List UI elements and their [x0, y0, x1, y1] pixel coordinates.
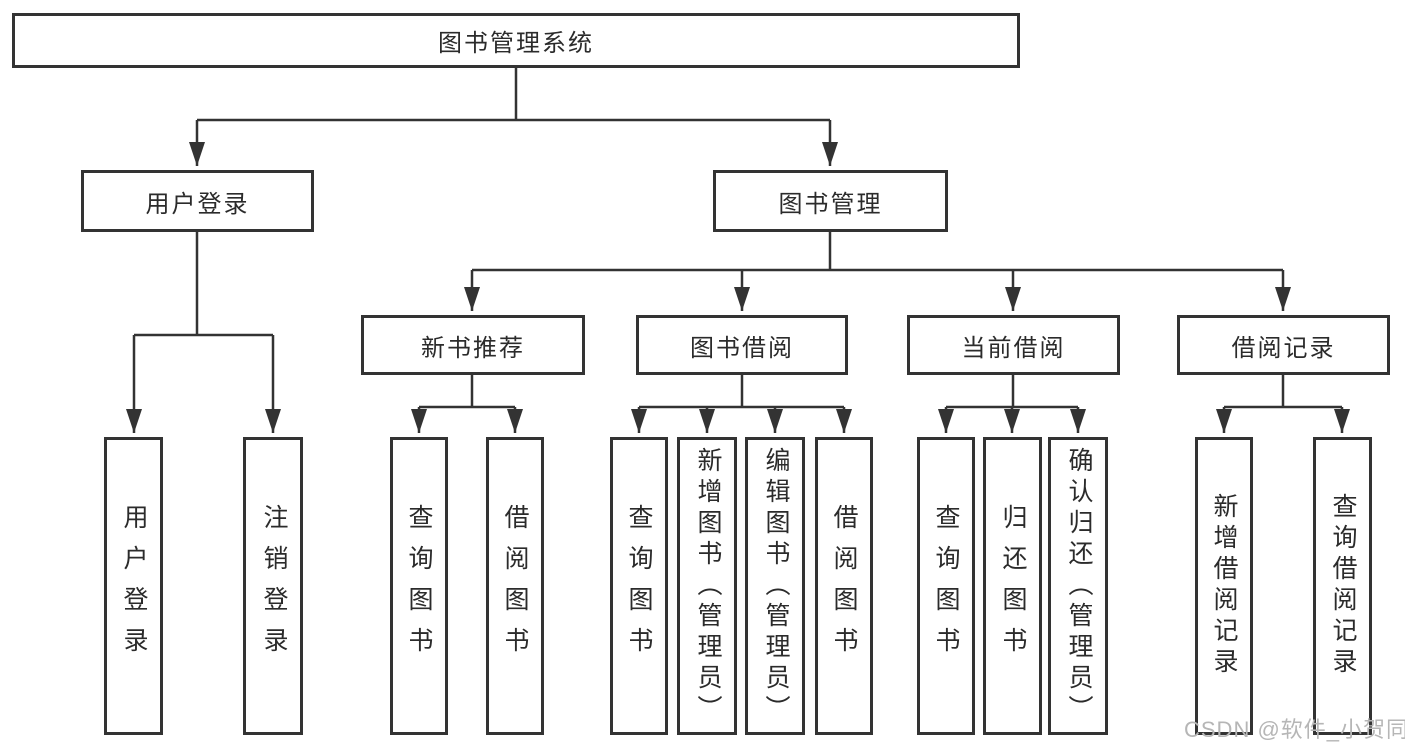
leaf-recommend-borrow-books: 借阅图书 — [486, 437, 544, 735]
leaf-borrowing-add-books-admin: 新增图书（管理员） — [677, 437, 737, 735]
node-book-borrowing: 图书借阅 — [636, 315, 848, 375]
leaf-current-return-books: 归还图书 — [983, 437, 1042, 735]
leaf-records-add-record: 新增借阅记录 — [1195, 437, 1253, 735]
leaf-borrowing-borrow-books: 借阅图书 — [815, 437, 873, 735]
node-user-login: 用户登录 — [81, 170, 314, 232]
watermark: CSDN @软件_小贺同学 — [1184, 717, 1405, 742]
leaf-current-confirm-return-admin: 确认归还（管理员） — [1048, 437, 1108, 735]
leaf-logout: 注销登录 — [243, 437, 303, 735]
leaf-borrowing-query-books: 查询图书 — [610, 437, 668, 735]
node-book-management: 图书管理 — [713, 170, 948, 232]
leaf-current-query-books: 查询图书 — [917, 437, 975, 735]
node-borrow-records: 借阅记录 — [1177, 315, 1390, 375]
leaf-recommend-query-books: 查询图书 — [390, 437, 448, 735]
leaf-user-login: 用户登录 — [104, 437, 163, 735]
leaf-records-query-record: 查询借阅记录 — [1313, 437, 1372, 735]
node-new-book-recommend: 新书推荐 — [361, 315, 585, 375]
node-current-borrowing: 当前借阅 — [907, 315, 1120, 375]
leaf-borrowing-edit-books-admin: 编辑图书（管理员） — [745, 437, 805, 735]
node-library-system: 图书管理系统 — [12, 13, 1020, 68]
